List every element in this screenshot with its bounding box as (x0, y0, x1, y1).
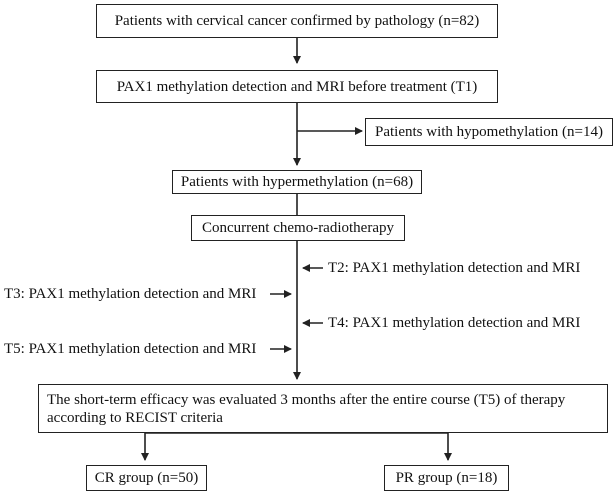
box-pr-group: PR group (n=18) (384, 465, 509, 491)
box-t1-detection-text: PAX1 methylation detection and MRI befor… (116, 78, 478, 95)
label-t5: T5: PAX1 methylation detection and MRI (4, 341, 257, 357)
label-t3: T3: PAX1 methylation detection and MRI (4, 286, 257, 302)
box-short-term-efficacy-text: The short-term efficacy was evaluated 3 … (47, 391, 566, 426)
box-chemo-radiotherapy-text: Concurrent chemo-radiotherapy (201, 220, 394, 236)
box-pr-group-text: PR group (n=18) (395, 470, 498, 486)
box-chemo-radiotherapy: Concurrent chemo-radiotherapy (191, 215, 405, 241)
box-hypermethylation: Patients with hypermethylation (n=68) (172, 170, 422, 194)
label-t4: T4: PAX1 methylation detection and MRI (328, 315, 581, 331)
box-hypermethylation-text: Patients with hypermethylation (n=68) (180, 174, 414, 190)
label-t2: T2: PAX1 methylation detection and MRI (328, 260, 581, 276)
box-cr-group-text: CR group (n=50) (94, 470, 199, 486)
box-hypomethylation: Patients with hypomethylation (n=14) (365, 118, 613, 146)
box-confirmed-patients: Patients with cervical cancer confirmed … (96, 4, 498, 38)
box-cr-group: CR group (n=50) (86, 465, 207, 491)
box-short-term-efficacy: The short-term efficacy was evaluated 3 … (38, 384, 608, 433)
box-hypomethylation-text: Patients with hypomethylation (n=14) (374, 124, 604, 140)
box-confirmed-patients-text: Patients with cervical cancer confirmed … (114, 13, 480, 29)
box-t1-detection: PAX1 methylation detection and MRI befor… (96, 70, 498, 103)
